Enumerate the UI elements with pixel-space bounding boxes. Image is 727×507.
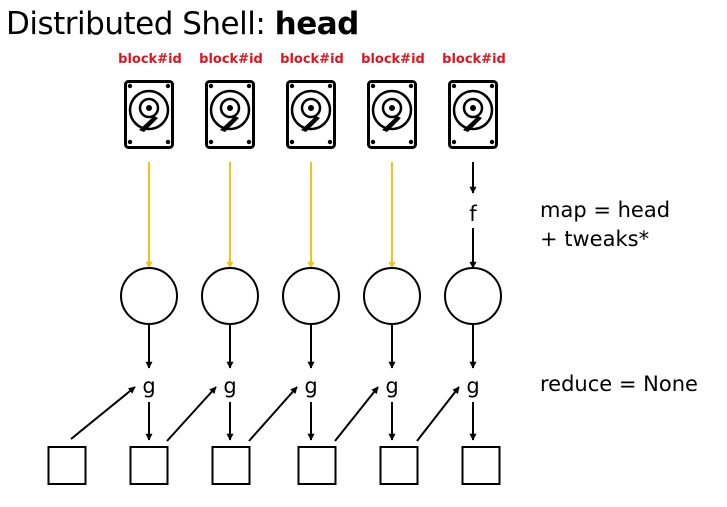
disk-screw bbox=[127, 139, 133, 145]
disk-body bbox=[286, 80, 336, 149]
disk-screw bbox=[165, 139, 171, 145]
accumulator-box bbox=[129, 446, 169, 485]
disk-read-arm bbox=[463, 116, 482, 132]
disk-screw bbox=[408, 139, 414, 145]
hard-disk-icon bbox=[205, 80, 255, 149]
disk-read-arm bbox=[139, 116, 158, 132]
disk-screw bbox=[451, 139, 457, 145]
reduce-function-label: g bbox=[385, 374, 398, 398]
reduce-description: reduce = None bbox=[540, 372, 698, 396]
disk-screw bbox=[408, 83, 414, 89]
accumulator-feed-arrow bbox=[166, 386, 217, 442]
disk-read-arm bbox=[382, 116, 401, 132]
accumulator-box bbox=[379, 446, 419, 485]
hard-disk-icon bbox=[448, 80, 498, 149]
disk-platter bbox=[452, 89, 494, 131]
accumulator-feed-arrow bbox=[334, 386, 379, 442]
mapper-node bbox=[363, 267, 421, 325]
map-description: map = head bbox=[540, 198, 671, 222]
disk-screw bbox=[246, 139, 252, 145]
disk-read-arm bbox=[301, 116, 320, 132]
reduce-function-label: g bbox=[466, 374, 479, 398]
block-label-1: block#id bbox=[118, 52, 182, 67]
disk-spindle bbox=[470, 105, 476, 111]
disk-platter bbox=[371, 89, 413, 131]
disk-screw bbox=[289, 139, 295, 145]
map-function-label: f bbox=[469, 202, 477, 226]
block-label-5: block#id bbox=[442, 52, 506, 67]
disk-screw bbox=[289, 83, 295, 89]
hard-disk-icon bbox=[367, 80, 417, 149]
disk-screw bbox=[208, 83, 214, 89]
disk-spindle bbox=[227, 105, 233, 111]
disk-spindle bbox=[389, 105, 395, 111]
reduce-function-label: g bbox=[223, 374, 236, 398]
disk-body bbox=[367, 80, 417, 149]
accumulator-feed-arrow bbox=[248, 386, 298, 442]
disk-spindle bbox=[308, 105, 314, 111]
reduce-function-label: g bbox=[304, 374, 317, 398]
block-label-3: block#id bbox=[280, 52, 344, 67]
disk-screw bbox=[165, 83, 171, 89]
title-prefix: Distributed Shell: bbox=[6, 6, 275, 42]
accumulator-feed-arrow bbox=[70, 386, 136, 440]
disk-hub-ring bbox=[138, 97, 160, 119]
page-title: Distributed Shell: head bbox=[6, 2, 359, 46]
disk-hub-ring bbox=[462, 97, 484, 119]
disk-body bbox=[205, 80, 255, 149]
title-bold: head bbox=[274, 6, 360, 42]
disk-platter bbox=[209, 89, 251, 131]
disk-screw bbox=[489, 139, 495, 145]
disk-screw bbox=[327, 139, 333, 145]
hard-disk-icon bbox=[286, 80, 336, 149]
disk-screw bbox=[127, 83, 133, 89]
disk-read-arm bbox=[220, 116, 239, 132]
disk-platter bbox=[290, 89, 332, 131]
disk-hub-ring bbox=[219, 97, 241, 119]
disk-body bbox=[124, 80, 174, 149]
disk-screw bbox=[451, 83, 457, 89]
disk-screw bbox=[327, 83, 333, 89]
disk-spindle bbox=[146, 105, 152, 111]
disk-screw bbox=[489, 83, 495, 89]
block-label-4: block#id bbox=[361, 52, 425, 67]
mapper-node bbox=[282, 267, 340, 325]
mapper-node bbox=[201, 267, 259, 325]
disk-platter bbox=[128, 89, 170, 131]
accumulator-box bbox=[297, 446, 337, 485]
map-tweaks-note: + tweaks* bbox=[540, 227, 650, 251]
disk-screw bbox=[246, 83, 252, 89]
disk-screw bbox=[370, 83, 376, 89]
disk-screw bbox=[208, 139, 214, 145]
accumulator-box bbox=[461, 446, 501, 485]
disk-hub-ring bbox=[381, 97, 403, 119]
disk-screw bbox=[370, 139, 376, 145]
mapper-node bbox=[120, 267, 178, 325]
reduce-function-label: g bbox=[142, 374, 155, 398]
block-label-2: block#id bbox=[199, 52, 263, 67]
accumulator-box bbox=[47, 446, 87, 485]
accumulator-box bbox=[211, 446, 251, 485]
hard-disk-icon bbox=[124, 80, 174, 149]
disk-hub-ring bbox=[300, 97, 322, 119]
disk-body bbox=[448, 80, 498, 149]
mapper-node bbox=[444, 267, 502, 325]
accumulator-feed-arrow bbox=[416, 386, 460, 442]
